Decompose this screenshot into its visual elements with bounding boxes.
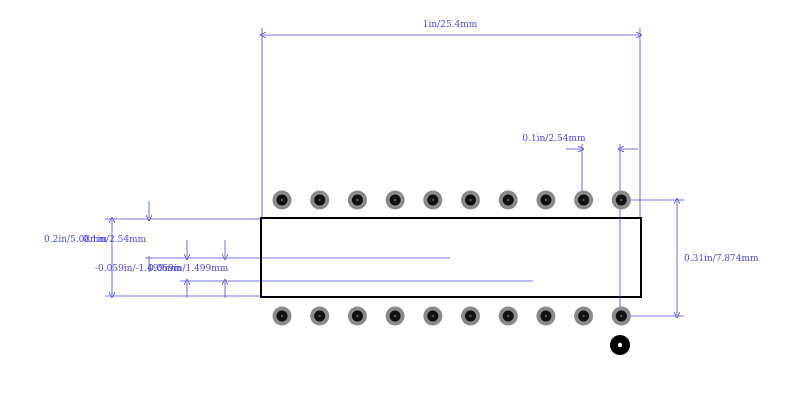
top-pin-4-drill xyxy=(393,198,397,202)
pin1-marker-center xyxy=(617,342,623,348)
dim-label-b: 0.1in/2.54mm xyxy=(83,235,147,245)
bottom-pin-1-drill xyxy=(280,314,284,318)
bottom-pin-9-drill xyxy=(582,314,585,318)
row-spacing-dimension xyxy=(622,200,684,316)
top-pin-6-drill xyxy=(469,198,472,202)
top-pin-3-drill xyxy=(356,198,359,202)
top-pin-row xyxy=(272,190,631,210)
dim-label-c: -0.059in/-1.499mm xyxy=(95,264,182,274)
top-pin-2-drill xyxy=(318,198,321,202)
row-spacing-label: 0.31in/7.874mm xyxy=(684,254,759,264)
left-dimensions xyxy=(105,201,533,298)
dim-label-d: 0.059in/1.499mm xyxy=(148,264,229,274)
pin-pitch-dimension xyxy=(566,144,638,200)
bottom-pin-6-drill xyxy=(469,314,472,318)
bottom-pin-row xyxy=(272,306,631,326)
top-pin-9-drill xyxy=(582,198,585,202)
package-outline xyxy=(260,217,642,298)
dim-label-a: 0.2in/5.08mm xyxy=(44,235,108,245)
top-pin-5-drill xyxy=(431,198,434,202)
overall-width-dimension xyxy=(262,28,640,218)
bottom-pin-8-drill xyxy=(544,314,548,318)
overall-width-label: 1in/25.4mm xyxy=(423,20,478,30)
top-pin-10-drill xyxy=(620,198,623,202)
bottom-pin-3-drill xyxy=(356,314,359,318)
top-pin-8-drill xyxy=(544,198,548,202)
bottom-pin-4-drill xyxy=(393,314,397,318)
bottom-pin-5-drill xyxy=(431,314,434,318)
bottom-pin-10-drill xyxy=(620,314,623,318)
top-pin-1-drill xyxy=(280,198,284,202)
pin-pitch-label: 0.1in/2.54mm xyxy=(522,134,586,144)
bottom-pin-7-drill xyxy=(507,314,510,318)
bottom-pin-2-drill xyxy=(318,314,321,318)
top-pin-7-drill xyxy=(507,198,510,202)
